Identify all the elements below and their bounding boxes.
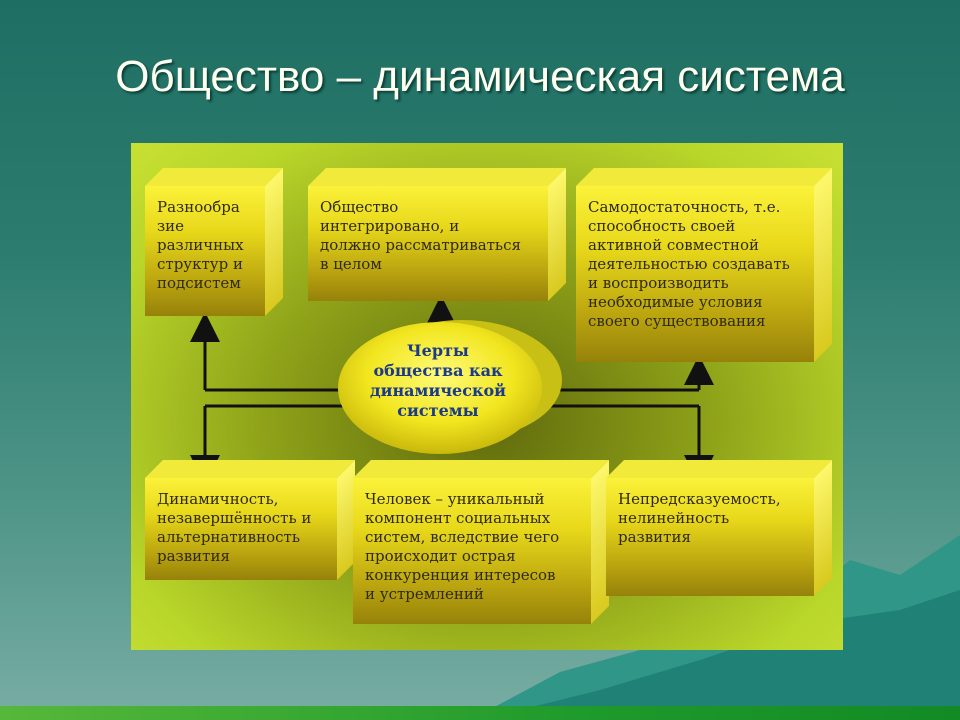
bottom-bar [0,706,960,720]
box-human: Человек – уникальный компонент социальны… [353,460,609,624]
box-unpredictability: Непредсказуемость, нелинейность развития [606,460,832,596]
box-side-face [548,168,566,301]
box-self-sufficiency: Самодостаточность, т.е. способность свое… [576,168,832,362]
box-unpredictability-text: Непредсказуемость, нелинейность развития [618,490,781,546]
box-dynamism-text: Динамичность, незавершённость и альтерна… [157,490,312,565]
box-dynamism: Динамичность, незавершённость и альтерна… [145,460,355,580]
box-self-sufficiency-text: Самодостаточность, т.е. способность свое… [588,198,790,330]
box-human-text: Человек – уникальный компонент социальны… [365,490,560,603]
center-oval-label: Черты общества как динамической системы [369,341,507,420]
box-top-face [353,460,609,478]
box-side-face [265,168,283,316]
box-integrated-text: Общество интегрировано, и должно рассмат… [320,198,521,273]
center-oval [338,322,542,454]
box-top-face [576,168,832,186]
box-top-face [145,168,283,186]
box-top-face [606,460,832,478]
box-top-face [308,168,566,186]
box-diversity-text: Разнообра зие различных структур и подси… [157,198,244,292]
box-integrated: Общество интегрировано, и должно рассмат… [308,168,566,301]
box-diversity: Разнообра зие различных структур и подси… [145,168,283,316]
box-top-face [145,460,355,478]
slide-title: Общество – динамическая система [115,52,845,101]
box-side-face [814,460,832,596]
box-side-face [814,168,832,362]
